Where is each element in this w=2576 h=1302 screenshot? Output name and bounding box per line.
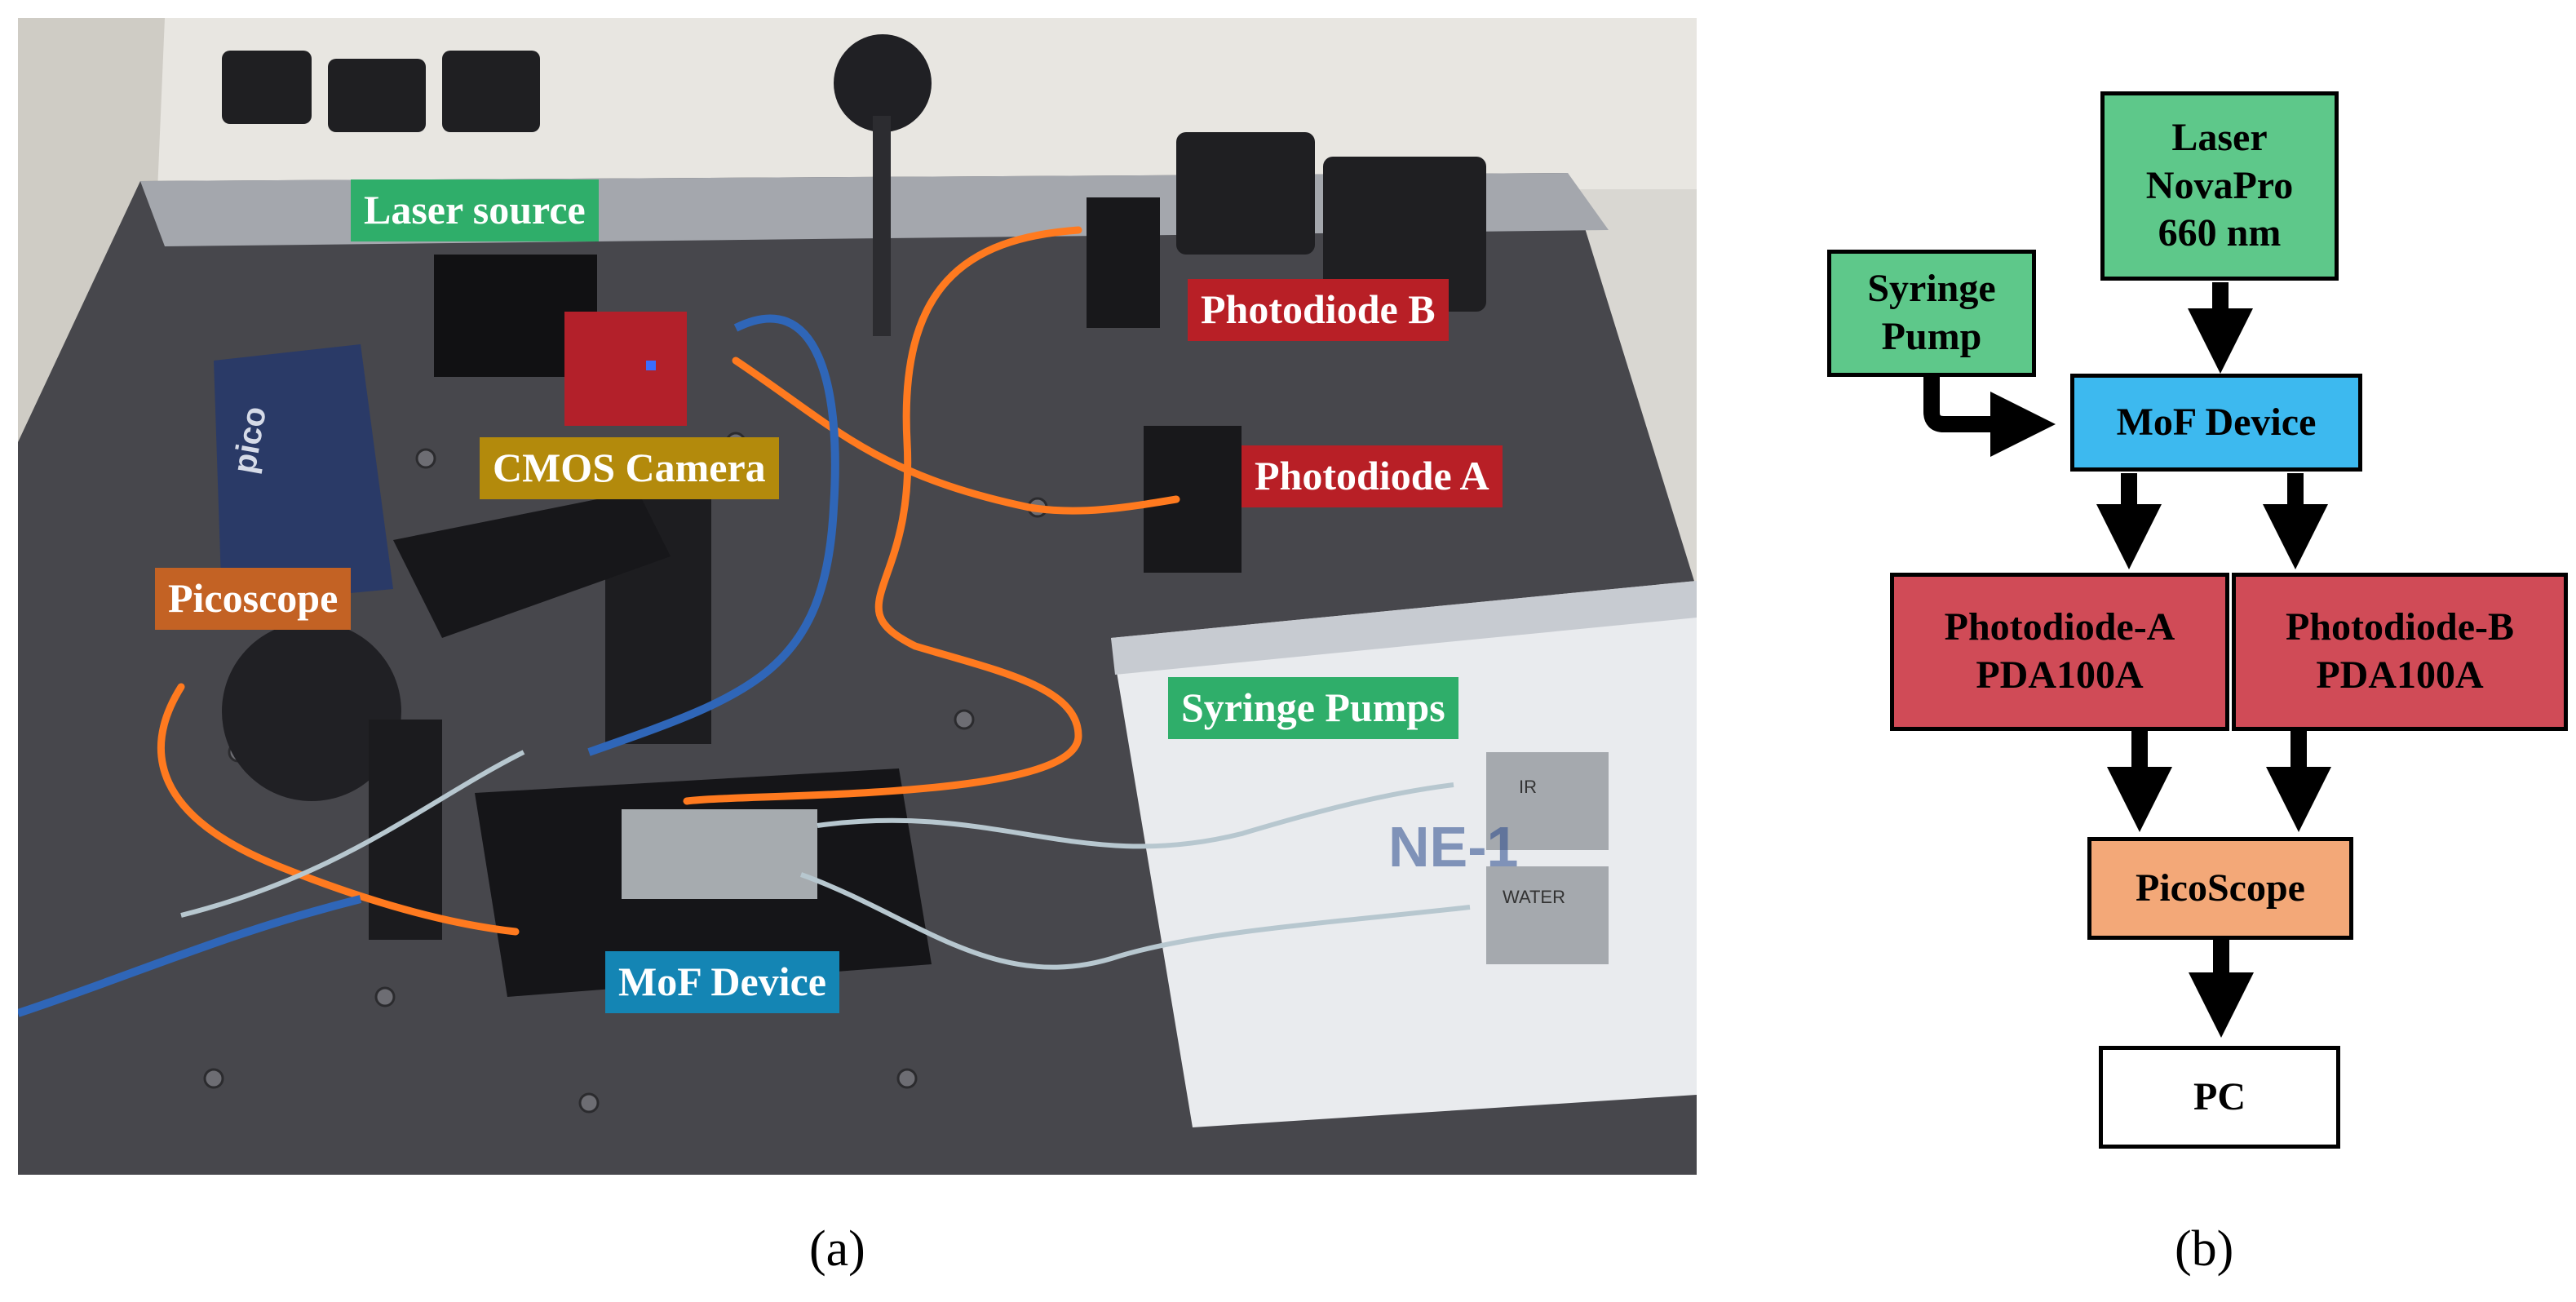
camera-led bbox=[646, 361, 656, 370]
caption-b-text: (b) bbox=[2175, 1221, 2234, 1277]
label-picoscope: Picoscope bbox=[155, 568, 352, 630]
label-mof-device: MoF Device bbox=[605, 951, 839, 1013]
node-picoscope: PicoScope bbox=[2087, 837, 2353, 940]
microscope-focus-knob bbox=[222, 622, 401, 801]
caption-a: (a) bbox=[809, 1220, 865, 1278]
lens-post bbox=[873, 116, 891, 336]
pump-brand-print: NE-1 bbox=[1388, 815, 1518, 879]
photodiode-b-mount bbox=[1087, 197, 1160, 328]
node-laser: Laser NovaPro 660 nm bbox=[2100, 91, 2339, 281]
label-photodiode-b: Photodiode B bbox=[1188, 279, 1449, 341]
syringe-holder-1 bbox=[1486, 752, 1609, 850]
power-adapters bbox=[222, 51, 1486, 312]
caption-b: (b) bbox=[2175, 1220, 2233, 1278]
label-laser-source: Laser source bbox=[351, 179, 599, 241]
tube-water-print: WATER bbox=[1503, 887, 1565, 907]
tube-ir-print: IR bbox=[1519, 777, 1537, 797]
node-photodiode-b: Photodiode-B PDA100A bbox=[2232, 573, 2568, 731]
label-photodiode-a: Photodiode A bbox=[1242, 445, 1503, 507]
node-photodiode-a: Photodiode-A PDA100A bbox=[1890, 573, 2229, 731]
node-mof-device: MoF Device bbox=[2070, 374, 2362, 472]
cmos-camera-body bbox=[564, 312, 687, 426]
picoscope-unit bbox=[214, 344, 393, 605]
node-pc: PC bbox=[2099, 1046, 2340, 1149]
arrow-syringe-to-mof bbox=[1923, 377, 2056, 457]
mof-chip bbox=[622, 809, 817, 899]
blue-cables bbox=[18, 314, 839, 1017]
syringe-holder-2 bbox=[1486, 866, 1609, 964]
optical-fibers bbox=[157, 226, 1180, 936]
caption-a-text: (a) bbox=[809, 1221, 865, 1277]
setup-photo: NE-1 IR WATER pico Laser source Photodio… bbox=[18, 18, 1697, 1175]
label-cmos-camera: CMOS Camera bbox=[480, 437, 779, 499]
node-syringe-pump: Syringe Pump bbox=[1827, 250, 2036, 377]
label-syringe-pumps: Syringe Pumps bbox=[1168, 677, 1458, 739]
lens-mount bbox=[834, 34, 932, 132]
setup-photo-drawing: NE-1 IR WATER pico bbox=[18, 18, 1697, 1175]
microfluidic-tubing bbox=[180, 750, 1471, 970]
syringe-pump-top bbox=[1111, 581, 1697, 675]
microscope-arm bbox=[393, 491, 671, 638]
